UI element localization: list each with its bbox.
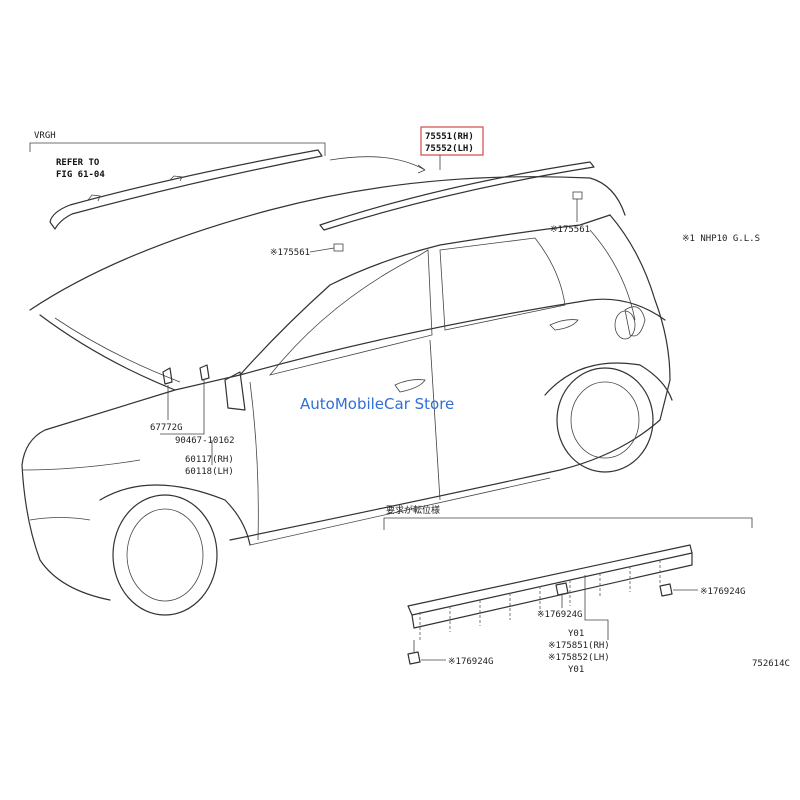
- part-label-60117: 60117(RH): [185, 455, 234, 465]
- rocker-group-bracket: [383, 517, 753, 530]
- y01-label-b: Y01: [568, 665, 584, 675]
- rocker-leader: [584, 575, 609, 640]
- part-label-rocker-rh: ※175851(RH): [548, 641, 610, 651]
- part-label-75552: 75552(LH): [425, 144, 474, 154]
- part-label-90467: 90467-10162: [175, 436, 235, 446]
- clip-label-c: ※176924G: [448, 657, 493, 667]
- roof-clip-left: [309, 243, 344, 253]
- mirror-fasteners: [160, 364, 213, 465]
- clip-label-a: ※176924G: [537, 610, 582, 620]
- rocker-moulding: [407, 544, 693, 640]
- highlight-box: [420, 126, 484, 156]
- figure-code: 752614C: [752, 659, 790, 669]
- part-label-75551: 75551(RH): [425, 132, 474, 142]
- note-label-right: ※1 NHP10 G.L.S: [682, 234, 760, 244]
- rocker-header-label: 要求が転位様: [386, 504, 440, 516]
- roof-rail-mounted: [319, 161, 595, 231]
- part-label-60118: 60118(LH): [185, 467, 234, 477]
- clip-label-left: ※175561: [270, 248, 310, 258]
- reference-arrow: [329, 156, 426, 174]
- roof-rail-left: [49, 149, 323, 230]
- rear-wheel: [544, 362, 673, 473]
- refer-to-label: REFER TO: [56, 158, 100, 168]
- refer-to-fig-label: FIG 61-04: [56, 170, 105, 180]
- clip-label-right: ※175561: [550, 225, 590, 235]
- roof-clip-right: [572, 191, 583, 222]
- rocker-clip-c: [407, 640, 446, 665]
- part-label-rocker-lh: ※175852(LH): [548, 653, 610, 663]
- group-label-left: VRGH: [34, 131, 56, 141]
- store-watermark: AutoMobileCar Store: [300, 395, 454, 413]
- roof-rail-group-bracket: [29, 142, 326, 156]
- car-body: [21, 176, 671, 601]
- part-label-67772g: 67772G: [150, 423, 183, 433]
- front-wheel: [99, 484, 251, 616]
- rocker-clip-b: [659, 583, 698, 597]
- rocker-clip-a: [555, 582, 569, 608]
- y01-label-a: Y01: [568, 629, 584, 639]
- clip-label-b: ※176924G: [700, 587, 745, 597]
